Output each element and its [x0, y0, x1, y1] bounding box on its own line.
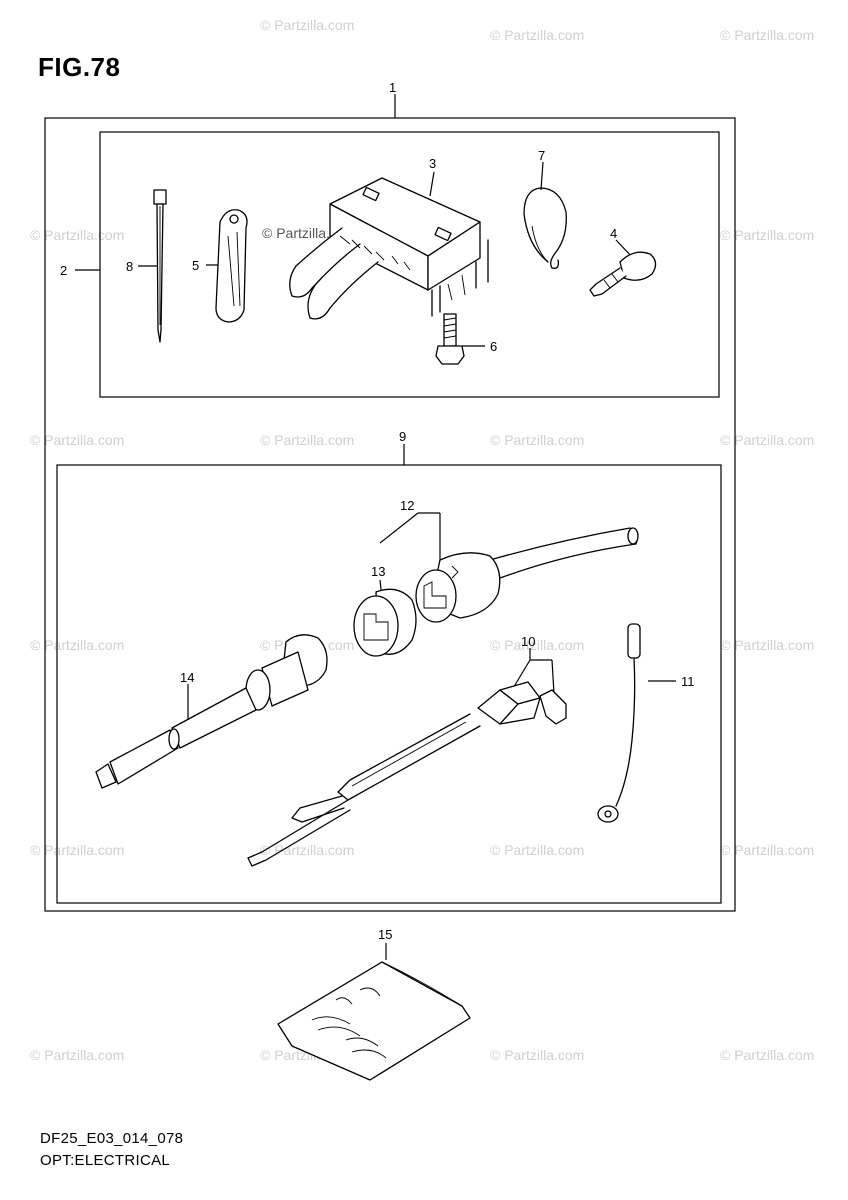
watermark: © Partzilla.com — [30, 842, 124, 858]
watermark: © Partzilla.com — [720, 432, 814, 448]
harness-part — [247, 681, 567, 867]
watermark: © Partzilla.com — [490, 432, 584, 448]
watermark: © Partzilla.com — [30, 637, 124, 653]
bolt-part — [435, 313, 465, 365]
watermark-layer: © Partzilla.com © Partzilla.com © Partzi… — [30, 17, 814, 1063]
callout-3: 3 — [429, 156, 436, 171]
kit-frame-1 — [44, 117, 736, 912]
watermark: © Partzilla.com — [260, 432, 354, 448]
watermark: © Partzilla.com — [720, 842, 814, 858]
wire-clip-part — [523, 187, 567, 269]
ground-wire-part — [597, 623, 641, 823]
clamp-part — [215, 209, 248, 323]
callout-9: 9 — [399, 429, 406, 444]
grommet-part — [589, 251, 657, 297]
callout-10: 10 — [521, 634, 535, 649]
watermark: © Partzilla.com — [30, 432, 124, 448]
callout-2: 2 — [60, 263, 67, 278]
watermark: © Partzilla.com — [720, 1047, 814, 1063]
plug-cable-part — [95, 634, 328, 789]
diagram-name: OPT:ELECTRICAL — [40, 1152, 171, 1169]
callout-1: 1 — [389, 80, 396, 95]
callout-labels: 1 2 3 4 5 6 7 8 9 10 11 12 13 14 15 — [60, 80, 695, 942]
watermark: © Partzilla.com — [30, 1047, 124, 1063]
callout-5: 5 — [192, 258, 199, 273]
kit-frame-2 — [99, 131, 720, 398]
watermark: © Partzilla.com — [490, 637, 584, 653]
callout-15: 15 — [378, 927, 392, 942]
diagram-code: DF25_E03_014_078 — [40, 1130, 184, 1147]
callout-6: 6 — [490, 339, 497, 354]
watermark: © Partzilla.com — [720, 637, 814, 653]
rectifier-part — [289, 177, 489, 320]
watermark: © Partzilla.com — [720, 227, 814, 243]
callout-14: 14 — [180, 670, 194, 685]
watermark: © Partzilla.com — [260, 17, 354, 33]
watermark: © Partzilla.com — [490, 842, 584, 858]
callout-12: 12 — [400, 498, 414, 513]
parts-bag — [277, 961, 471, 1081]
callout-4: 4 — [610, 226, 617, 241]
watermark: © Partzilla.com — [30, 227, 124, 243]
connector-part — [353, 527, 639, 657]
watermark: © Partzilla.com — [260, 842, 354, 858]
figure-title: FIG.78 — [38, 52, 121, 82]
callout-7: 7 — [538, 148, 545, 163]
watermark: © Partzilla.com — [490, 27, 584, 43]
callout-11: 11 — [681, 674, 695, 689]
watermark: © Partzilla.com — [720, 27, 814, 43]
watermark: © Partzilla.com — [490, 1047, 584, 1063]
callout-13: 13 — [371, 564, 385, 579]
kit-frame-9 — [56, 464, 722, 904]
cable-tie-part — [153, 189, 167, 343]
callout-8: 8 — [126, 259, 133, 274]
